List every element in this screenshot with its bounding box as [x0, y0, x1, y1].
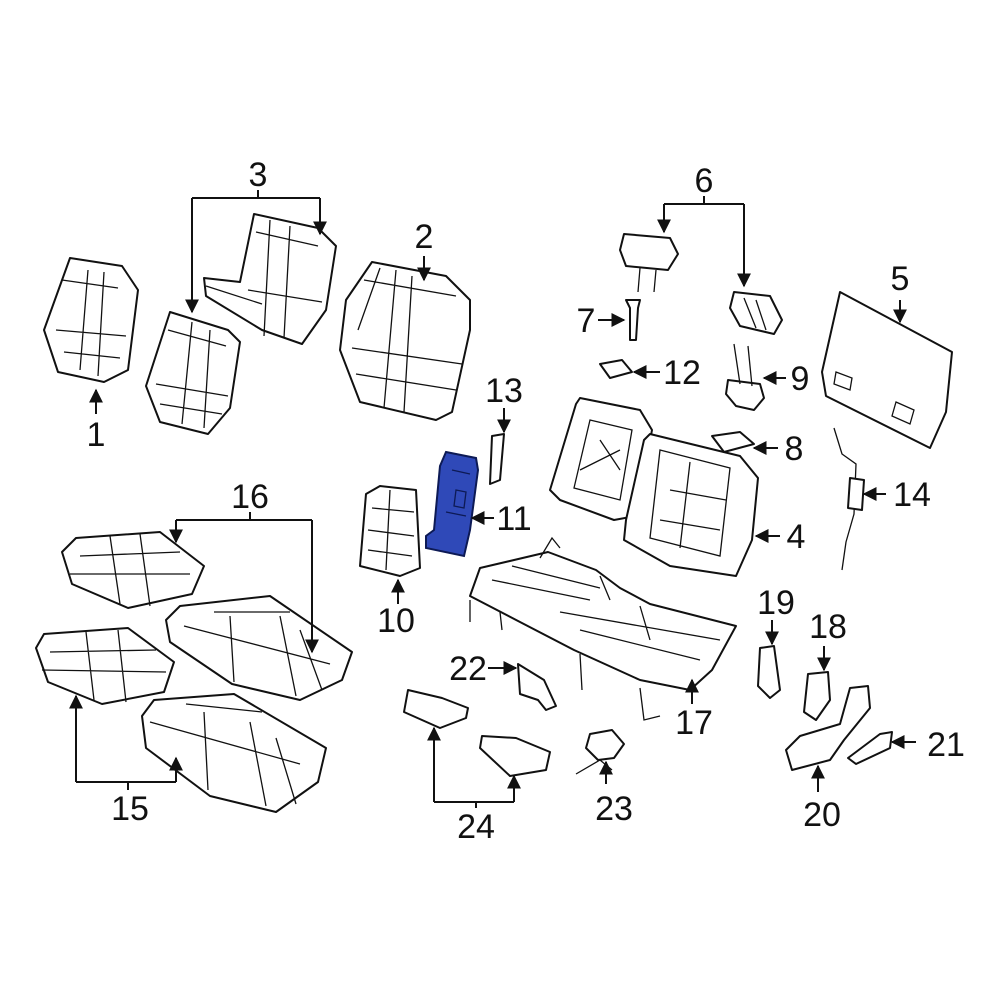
callout-14[interactable]: 14 — [893, 476, 931, 514]
part-4-seatback-frames[interactable] — [549, 397, 759, 577]
callout-22[interactable]: 22 — [449, 650, 487, 688]
part-5-back-panel[interactable] — [821, 291, 953, 449]
part-22-bracket[interactable] — [517, 663, 557, 711]
part-2-seatback-wide[interactable] — [339, 261, 471, 421]
part-24-covers[interactable] — [403, 689, 551, 777]
callout-18[interactable]: 18 — [809, 608, 847, 646]
part-13-bracket[interactable] — [489, 433, 505, 485]
part-6-headrests[interactable] — [619, 233, 783, 335]
part-9-bracket[interactable] — [725, 343, 765, 411]
callout-20[interactable]: 20 — [803, 796, 841, 834]
part-23-clip[interactable] — [575, 729, 625, 775]
callout-15[interactable]: 15 — [111, 790, 149, 828]
callout-21[interactable]: 21 — [927, 726, 965, 764]
callout-2[interactable]: 2 — [415, 218, 434, 256]
callout-5[interactable]: 5 — [891, 260, 910, 298]
callout-9[interactable]: 9 — [791, 360, 810, 398]
part-18-trim[interactable] — [803, 671, 831, 721]
part-10-trim-panel[interactable] — [359, 485, 421, 577]
callout-4[interactable]: 4 — [787, 518, 806, 556]
part-12-clip[interactable] — [599, 359, 633, 379]
callout-13[interactable]: 13 — [485, 372, 523, 410]
part-19-trim[interactable] — [757, 645, 781, 699]
callout-11[interactable]: 11 — [496, 500, 531, 538]
part-16-seat-cushions[interactable] — [61, 531, 353, 701]
part-1-seatback-cover[interactable] — [43, 257, 139, 383]
leader-lines — [69, 190, 916, 808]
callout-17[interactable]: 17 — [675, 704, 713, 742]
part-15-seat-cushions-lower[interactable] — [35, 627, 327, 813]
callout-19[interactable]: 19 — [757, 584, 795, 622]
part-11-highlighted-panel[interactable] — [425, 450, 480, 558]
part-14-cable[interactable] — [833, 427, 865, 571]
part-3-seatback-frames[interactable] — [145, 213, 337, 435]
callout-12[interactable]: 12 — [663, 354, 701, 392]
part-17-seat-frame[interactable] — [469, 536, 737, 721]
part-21-trim[interactable] — [847, 731, 893, 765]
callout-10[interactable]: 10 — [377, 602, 415, 640]
callout-6[interactable]: 6 — [695, 162, 714, 200]
callout-8[interactable]: 8 — [785, 430, 804, 468]
callout-16[interactable]: 16 — [231, 478, 269, 516]
callout-1[interactable]: 1 — [87, 416, 106, 454]
callout-24[interactable]: 24 — [457, 808, 495, 846]
part-7-guide[interactable] — [625, 299, 641, 341]
callout-3[interactable]: 3 — [249, 156, 268, 194]
callout-23[interactable]: 23 — [595, 790, 633, 828]
part-8-clip[interactable] — [711, 431, 755, 453]
callout-labels: 1 2 3 4 5 6 7 8 9 10 11 12 13 14 15 16 1… — [87, 156, 965, 846]
callout-7[interactable]: 7 — [577, 302, 596, 340]
